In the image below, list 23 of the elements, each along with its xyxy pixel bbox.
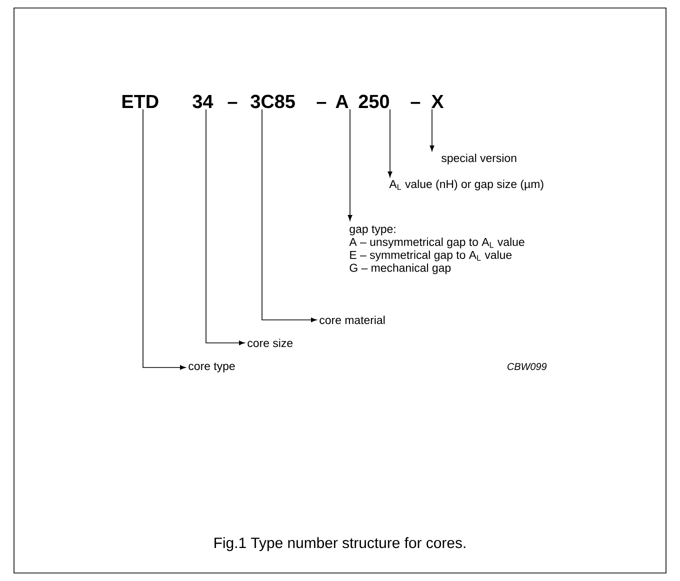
- code-part: ETD: [122, 94, 158, 108]
- caption: Fig.1 Type number structure for cores.: [214, 537, 466, 552]
- arrow: [142, 108, 186, 370]
- code-part: 250: [358, 94, 389, 108]
- figure-code: CBW099: [508, 363, 547, 370]
- code-part: 34: [192, 94, 214, 108]
- arrow: [262, 109, 317, 322]
- description-text: A$_{L}$ value (nH) or gap size (µm): [389, 180, 544, 190]
- description-text: core type: [188, 362, 235, 372]
- dash: –: [228, 102, 238, 104]
- description-text: core material: [320, 316, 385, 324]
- arrow: [348, 108, 352, 221]
- dash: –: [316, 102, 326, 104]
- description-text: gap type: A – unsymmetrical gap to A$_{L}$ value E – symmetrical gap to A$_{L}$ value G – mechanical gap: [349, 226, 524, 274]
- dash: –: [410, 102, 420, 104]
- code-part: X: [431, 94, 444, 108]
- arrow: [206, 109, 245, 346]
- code-part: 3C85: [250, 94, 295, 108]
- code-part: A: [336, 94, 348, 108]
- description-text: core size: [248, 338, 293, 348]
- arrow: [430, 108, 434, 152]
- description-text: special version: [442, 154, 516, 164]
- arrow: [388, 108, 392, 178]
